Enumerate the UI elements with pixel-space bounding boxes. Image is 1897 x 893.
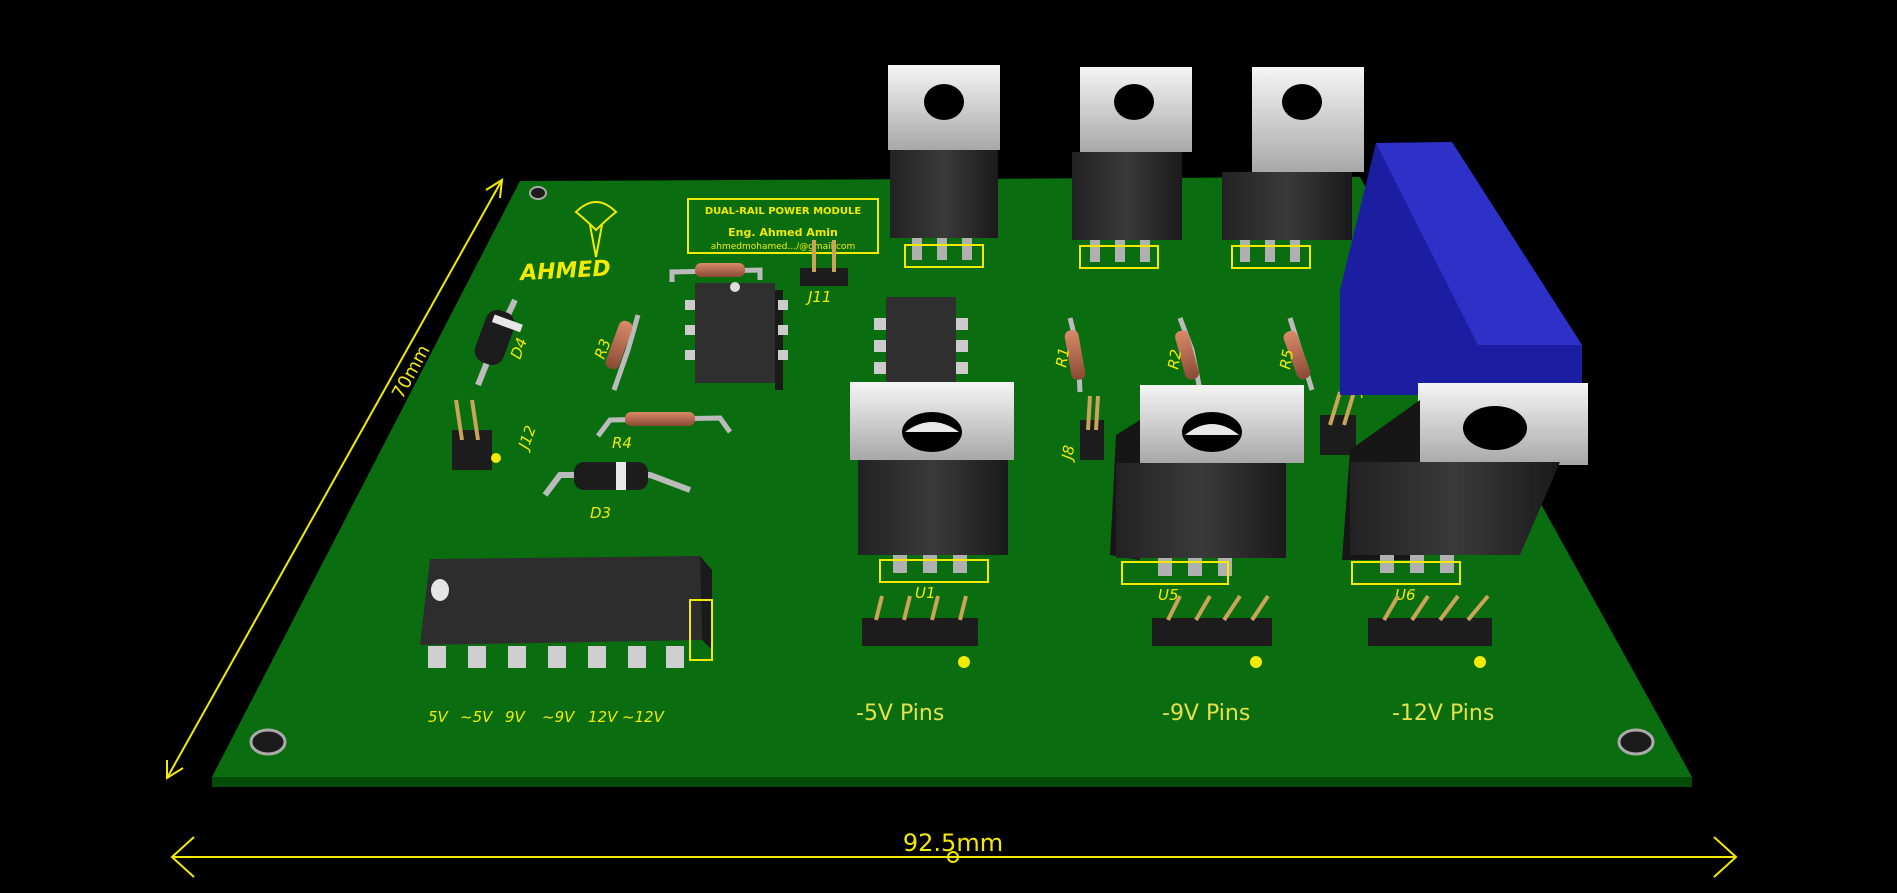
output-header-label: ~9V (542, 708, 576, 726)
resistor-r2 (1175, 317, 1203, 391)
header-neg5 (862, 595, 978, 668)
resistor-top (669, 263, 763, 282)
header-j12 (452, 399, 501, 470)
output-header-label: 5V (428, 708, 450, 726)
dimension-width-label: 92.5mm (903, 829, 1003, 857)
output-header-label: ~12V (622, 708, 666, 726)
terminal-block (1340, 142, 1582, 395)
ic-dip8-left (685, 282, 788, 390)
resistor-r1 (1064, 317, 1086, 393)
label-neg9-pins: -9V Pins (1162, 701, 1250, 726)
diode-d4 (474, 298, 523, 387)
ref-u6: U6 (1395, 586, 1416, 604)
regulator-back-3 (1222, 67, 1364, 269)
svg-text:DUAL-RAIL POWER MODULE: DUAL-RAIL POWER MODULE (705, 206, 862, 217)
header-j11 (800, 240, 848, 286)
ref-r2: R2 (1164, 348, 1185, 371)
ref-j11: J11 (805, 288, 832, 306)
regulator-u6 (1342, 383, 1588, 585)
header-neg9 (1152, 594, 1272, 668)
ref-r1: R1 (1052, 346, 1073, 369)
ic-dip8-center (874, 297, 968, 395)
ref-d3: D3 (590, 504, 611, 522)
header-j8 (1080, 395, 1104, 460)
mounting-hole (529, 186, 547, 200)
svg-text:Eng. Ahmed Amin: Eng. Ahmed Amin (728, 226, 838, 239)
ref-j8: J8 (1058, 444, 1079, 464)
mounting-hole (1617, 728, 1655, 756)
resistor-r3 (605, 314, 641, 391)
regulator-back-1 (888, 65, 1000, 268)
svg-text:ahmedmohamed.../@gmail.com: ahmedmohamed.../@gmail.com (711, 242, 855, 252)
ref-r5: R5 (1276, 348, 1297, 371)
logo: AHMED (517, 201, 618, 286)
regulator-u1 (850, 382, 1014, 583)
title-block: DUAL-RAIL POWER MODULE Eng. Ahmed Amin a… (687, 198, 879, 254)
dimension-height (166, 178, 504, 780)
dimension-width (170, 836, 1738, 878)
resistor-r5 (1283, 317, 1315, 391)
svg-text:AHMED: AHMED (517, 256, 611, 286)
output-header-label: 9V (505, 708, 527, 726)
header-neg12 (1368, 594, 1492, 668)
ic-dip14 (420, 556, 713, 668)
regulator-back-2 (1072, 67, 1192, 269)
header-j4 (1320, 391, 1356, 455)
ref-r4: R4 (612, 434, 632, 452)
label-neg5-pins: -5V Pins (856, 701, 944, 726)
label-neg12-pins: -12V Pins (1392, 701, 1494, 726)
output-header-label: ~5V (460, 708, 494, 726)
regulator-u5 (1110, 385, 1304, 585)
mounting-hole (249, 728, 287, 756)
output-header-label: 12V (588, 708, 619, 726)
ref-u1: U1 (915, 584, 936, 602)
ref-u5: U5 (1158, 586, 1179, 604)
resistor-r4 (596, 412, 733, 438)
diode-d3 (542, 462, 692, 497)
ref-r3: R3 (591, 336, 615, 361)
